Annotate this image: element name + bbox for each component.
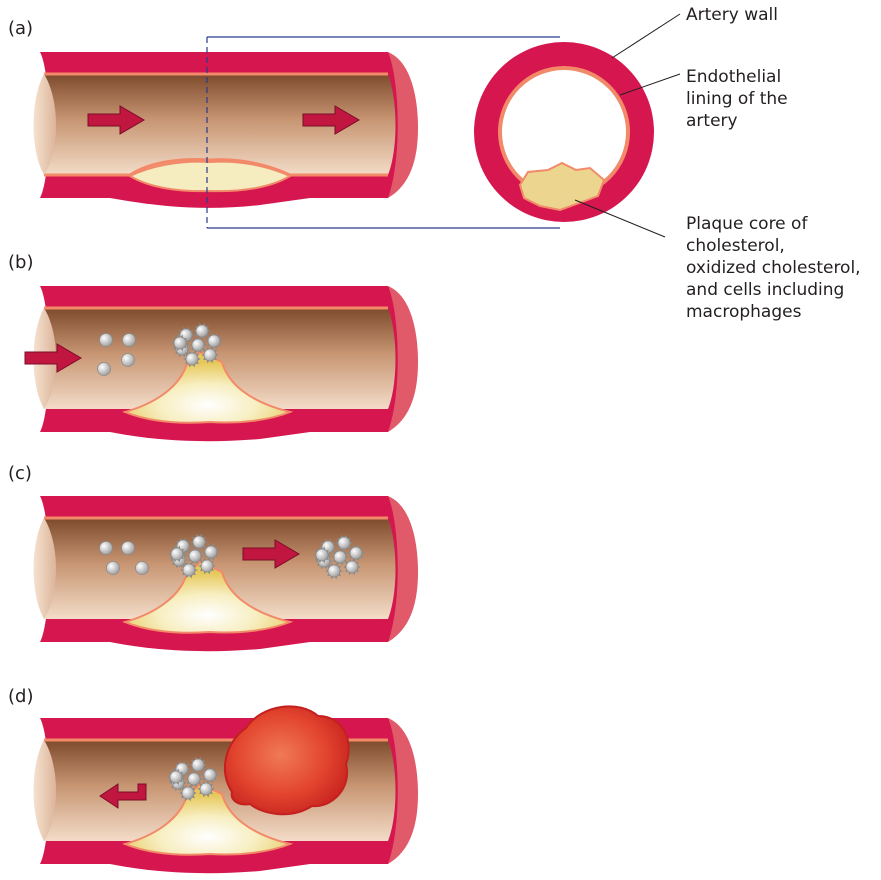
- panel-d: (d): [8, 686, 418, 873]
- artery-tube-a: [34, 52, 419, 208]
- platelet: [186, 353, 198, 365]
- wall-bulge: [110, 642, 310, 651]
- platelet: [107, 562, 120, 575]
- platelet: [346, 561, 358, 573]
- panel-b: (b): [8, 252, 418, 441]
- wall-bulge: [110, 864, 310, 873]
- callout-line: artery: [686, 111, 738, 131]
- callout-line: cholesterol,: [686, 236, 785, 256]
- platelet: [316, 549, 328, 561]
- callout-line: Endothelial: [686, 67, 781, 87]
- platelet: [123, 334, 136, 347]
- callout-plaque-core: Plaque core of cholesterol, oxidized cho…: [686, 214, 866, 322]
- callout-line: Artery wall: [686, 5, 778, 25]
- wall-bulge: [110, 432, 310, 441]
- artery-tube-b: [34, 286, 419, 441]
- callout-endothelial-lining: Endothelial lining of the artery: [686, 67, 793, 131]
- platelet: [100, 542, 113, 555]
- platelet: [171, 548, 183, 560]
- platelet: [205, 546, 217, 558]
- artery-tube-c: [34, 496, 419, 651]
- platelet: [100, 334, 113, 347]
- callout-line: Plaque core of: [686, 214, 808, 234]
- platelet: [122, 542, 135, 555]
- callout-line: lining of the: [686, 89, 788, 109]
- platelet: [193, 536, 205, 548]
- platelet: [208, 335, 220, 347]
- platelet: [174, 337, 186, 349]
- panel-d-label: (d): [8, 686, 33, 707]
- panel-c-label: (c): [8, 463, 32, 484]
- panel-c: (c): [8, 463, 418, 651]
- platelet: [182, 787, 194, 799]
- wall-bulge: [110, 198, 310, 208]
- platelet: [170, 771, 182, 783]
- platelet: [192, 759, 204, 771]
- platelet: [188, 773, 200, 785]
- platelet: [122, 354, 135, 367]
- callout-line: oxidized cholesterol,: [686, 258, 861, 278]
- artery-cross-section: [474, 42, 654, 222]
- platelet: [204, 349, 216, 361]
- artery-tube-d: [34, 718, 419, 873]
- platelet: [350, 547, 362, 559]
- platelet: [196, 325, 208, 337]
- callout-line: and cells including: [686, 280, 844, 300]
- platelet: [334, 551, 346, 563]
- platelet: [183, 564, 195, 576]
- panel-b-label: (b): [8, 252, 33, 273]
- callout-artery-wall: Artery wall: [686, 5, 778, 25]
- platelet: [192, 339, 204, 351]
- platelet: [338, 537, 350, 549]
- platelet: [328, 565, 340, 577]
- panel-a-label: (a): [8, 18, 33, 39]
- platelet: [98, 363, 111, 376]
- platelet: [200, 783, 212, 795]
- platelet: [189, 550, 201, 562]
- platelet: [201, 560, 213, 572]
- callout-line: macrophages: [686, 302, 802, 322]
- platelet: [136, 562, 149, 575]
- platelet: [204, 769, 216, 781]
- leader-artery-wall: [612, 14, 680, 58]
